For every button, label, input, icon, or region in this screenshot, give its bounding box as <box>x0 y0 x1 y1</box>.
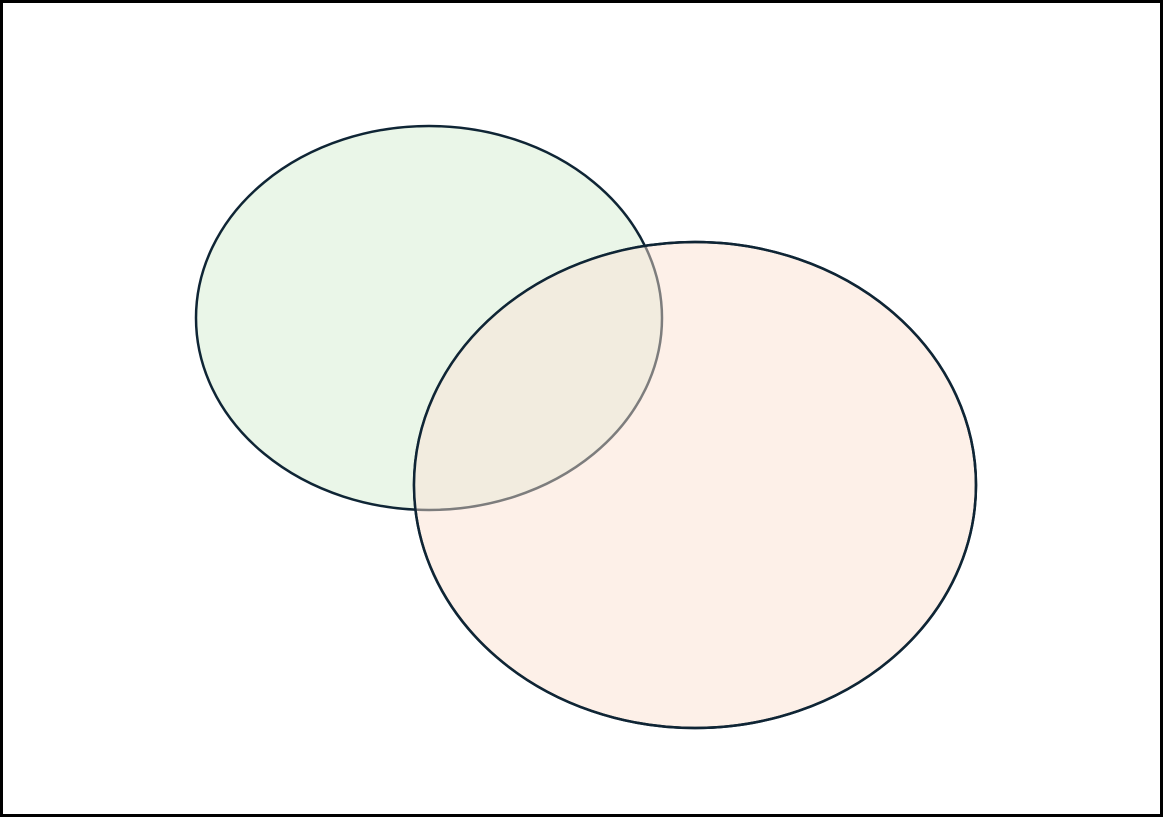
set-a-inner-outline <box>414 242 664 512</box>
set-b-outline <box>412 240 978 730</box>
intersection-region <box>414 242 662 510</box>
venn-diagram <box>194 124 978 730</box>
